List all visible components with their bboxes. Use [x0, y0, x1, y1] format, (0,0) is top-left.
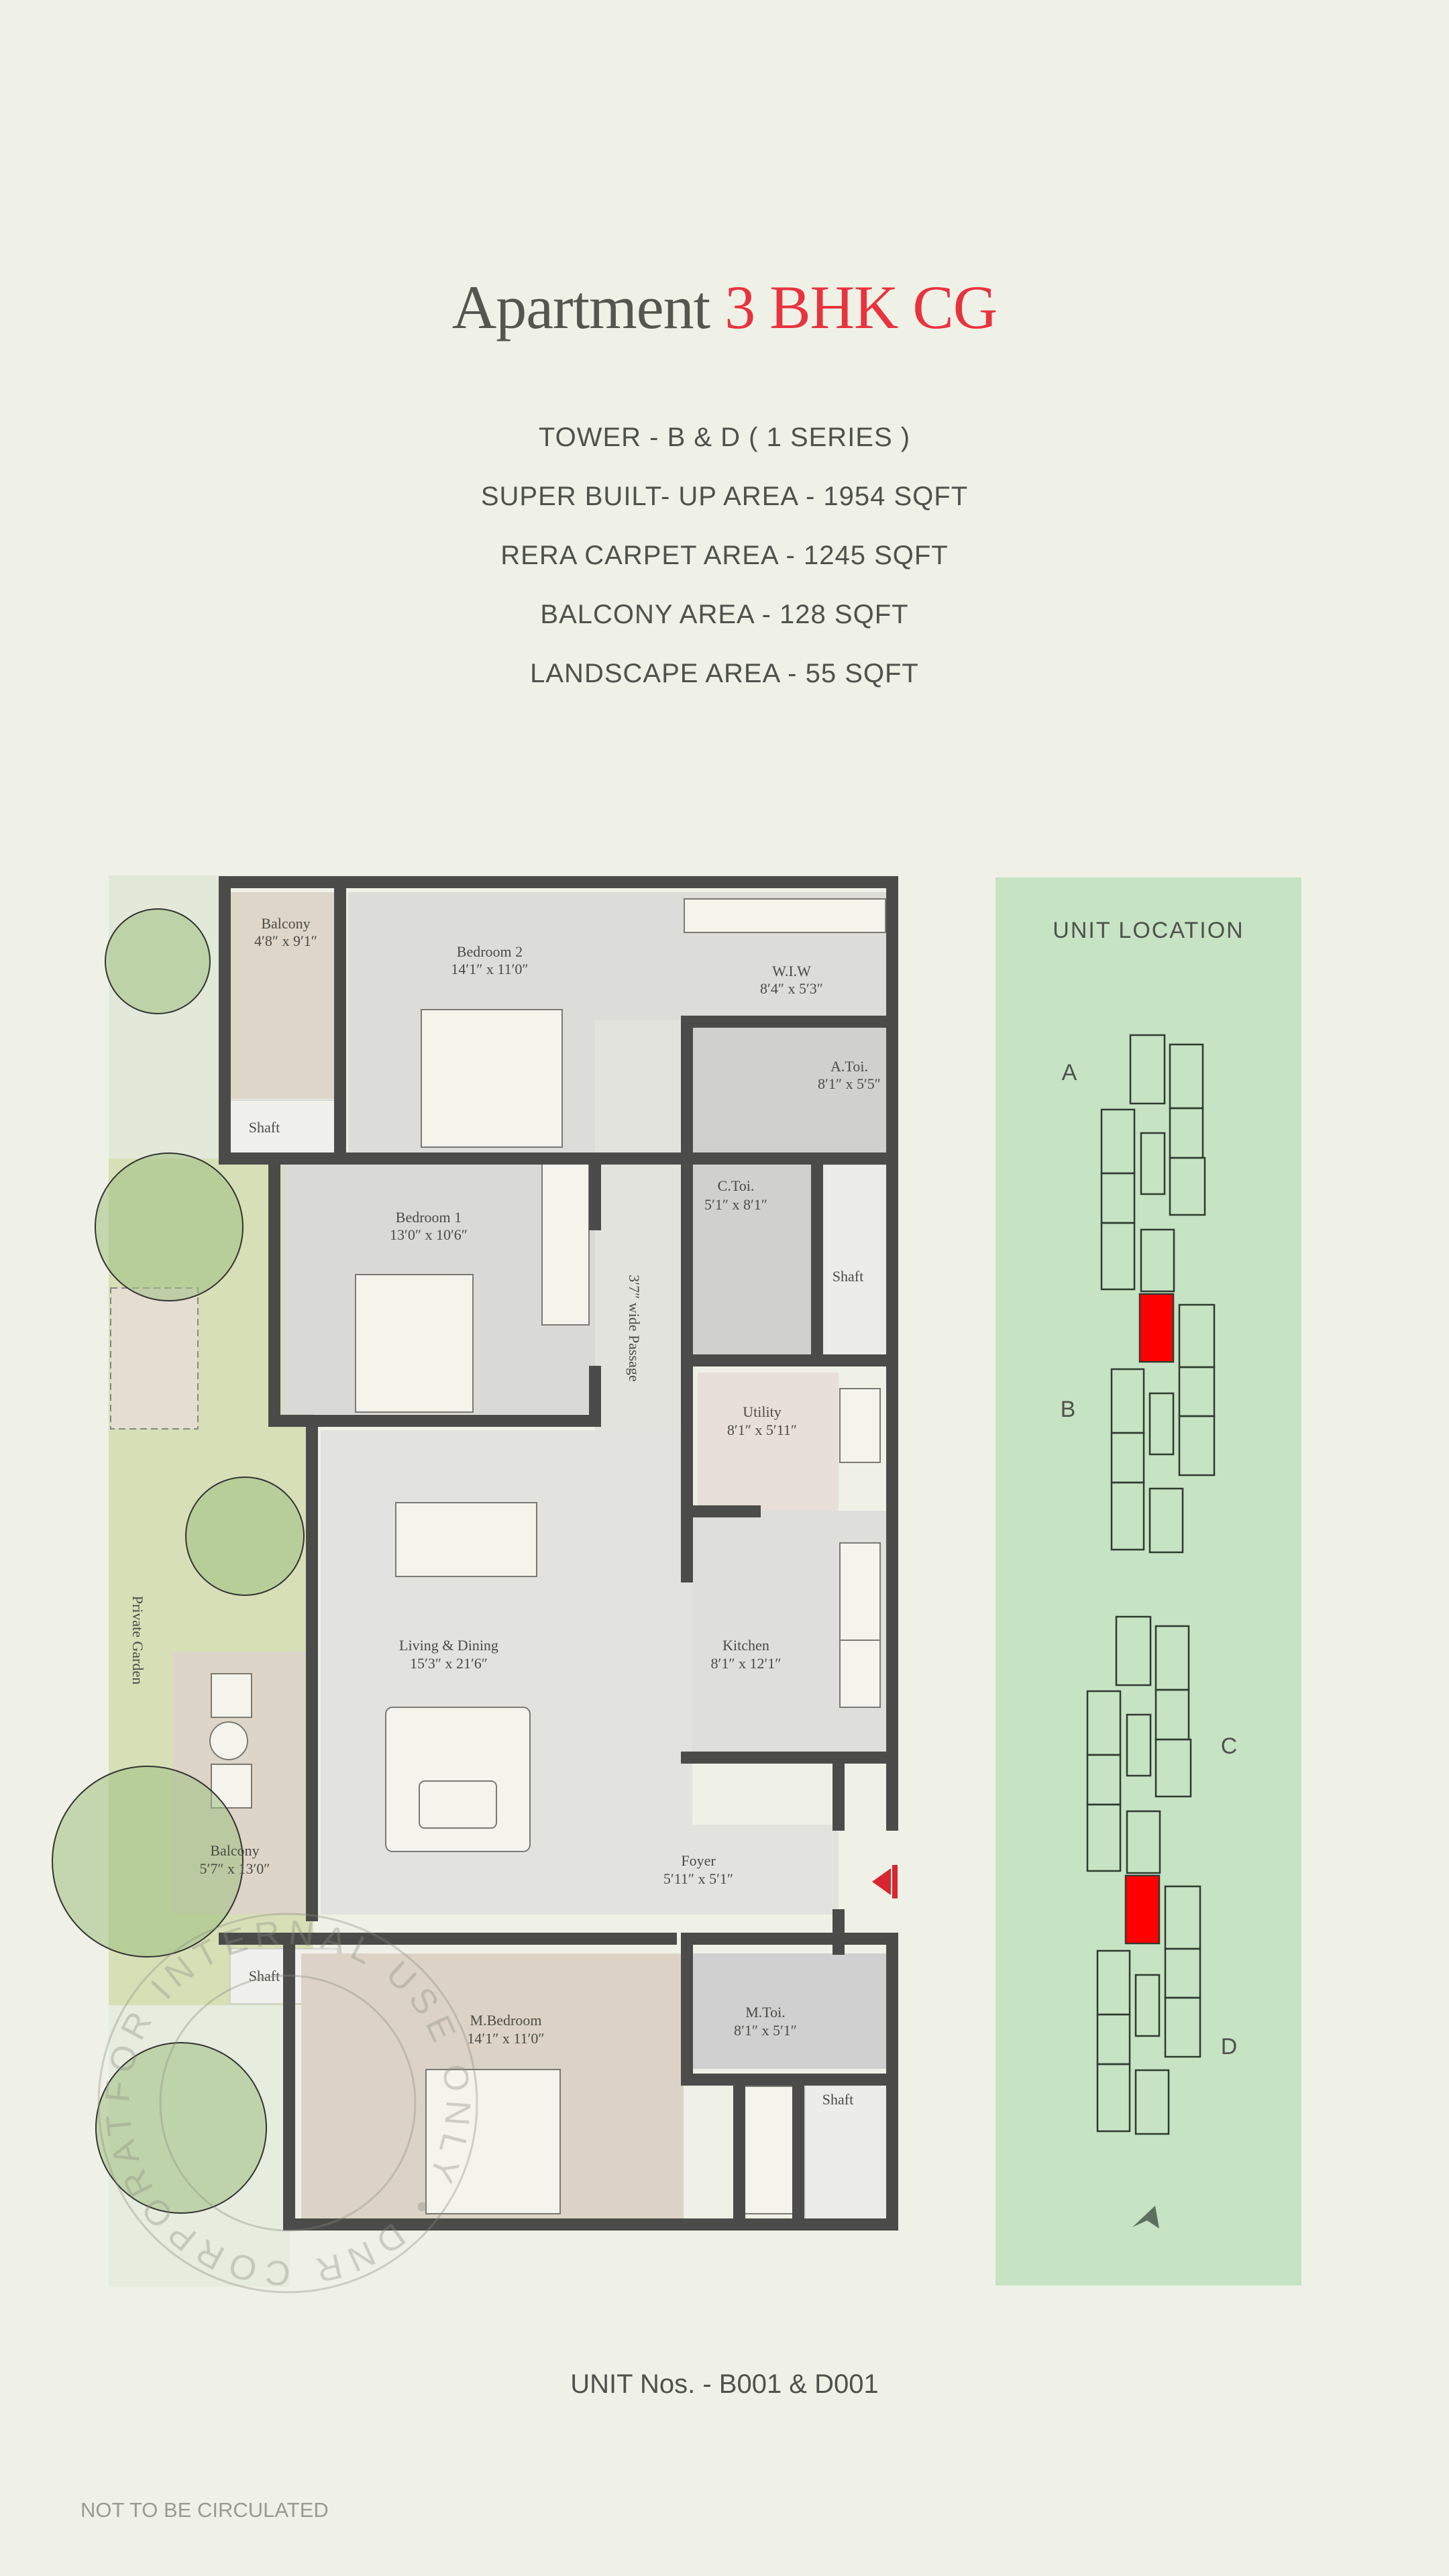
- room-size: 4′8″ x 9′1″: [254, 932, 317, 949]
- room-label: Balcony: [210, 1842, 259, 1859]
- balcony-table: [209, 1721, 248, 1760]
- room-labels: Balcony 4′8″ x 9′1″ Bedroom 2 14′1″ x 11…: [129, 915, 881, 2108]
- dining-table: [395, 1502, 537, 1577]
- lower-walls: [219, 1424, 898, 2231]
- spec-super-built-up: SUPER BUILT- UP AREA - 1954 SQFT: [480, 482, 969, 511]
- toilet-walls: [681, 1016, 898, 1366]
- spec-balcony-area: BALCONY AREA - 128 SQFT: [540, 600, 909, 629]
- tower-label-b: B: [1061, 1397, 1076, 1422]
- tree: [95, 2042, 267, 2214]
- m-toilet-floor: [692, 1953, 888, 2069]
- room-label: Kitchen: [722, 1637, 769, 1654]
- north-arrow-icon: [1132, 2206, 1159, 2229]
- room-size: 8′1″ x 5′5″: [818, 1075, 881, 1092]
- tower-label-d: D: [1221, 2034, 1238, 2059]
- page-title: Apartment 3 BHK CG: [0, 272, 1449, 343]
- shaft-4: [804, 2079, 889, 2220]
- wardrobe-master: [743, 2086, 795, 2214]
- room-size: 14′1″ x 11′0″: [451, 961, 528, 977]
- disclaimer: NOT TO BE CIRCULATED: [80, 2498, 329, 2522]
- room-label: Balcony: [261, 915, 310, 932]
- wardrobe-bedroom-1: [541, 1163, 590, 1326]
- room-label: Bedroom 2: [457, 943, 523, 960]
- bed-bedroom-1: [355, 1274, 474, 1413]
- shaft-label: Shaft: [249, 1968, 280, 1984]
- shaft-label: Shaft: [249, 1119, 280, 1136]
- room-label: Living & Dining: [399, 1637, 498, 1654]
- unit-location-panel: [996, 877, 1301, 2286]
- balcony-1-floor: [230, 892, 337, 1099]
- tree: [95, 1152, 244, 1301]
- room-size: 8′4″ x 5′3″: [760, 980, 823, 997]
- c-toilet-floor: [692, 1165, 814, 1356]
- shaft-1: [229, 1099, 338, 1156]
- entry-arrow-bar: [892, 1865, 898, 1898]
- shaft-label: Shaft: [822, 2091, 853, 2108]
- wardrobe-wiw: [684, 898, 886, 933]
- tree: [105, 908, 211, 1014]
- foyer-floor: [692, 1825, 839, 1915]
- room-size: 5′11″ x 5′1″: [663, 1870, 733, 1887]
- walls: [219, 876, 898, 2231]
- tree: [185, 1477, 305, 1596]
- room-size: 14′1″ x 11′0″: [467, 2030, 544, 2047]
- garden-label: Private Garden: [129, 1596, 146, 1685]
- garden-deck: [110, 1287, 199, 1430]
- bedroom-walls: [219, 876, 688, 1427]
- tower-label-a: A: [1062, 1060, 1077, 1085]
- room-size: 5′1″ x 8′1″: [704, 1196, 767, 1213]
- room-size: 15′3″ x 21′6″: [410, 1655, 488, 1672]
- room-label: Utility: [743, 1403, 781, 1420]
- unit-numbers: UNIT Nos. - B001 & D001: [570, 2369, 879, 2399]
- room-label: A.Toi.: [830, 1058, 868, 1075]
- utility-sink: [839, 1388, 881, 1463]
- passage-label: 3′7″ wide Passage: [626, 1275, 643, 1381]
- room-label: Foyer: [681, 1852, 716, 1869]
- spec-tower: TOWER - B & D ( 1 SERIES ): [538, 423, 911, 452]
- kitchen-walls: [681, 1362, 898, 1955]
- tree: [52, 1766, 244, 1957]
- spec-landscape-area: LANDSCAPE AREA - 55 SQFT: [530, 659, 919, 688]
- utility-floor: [698, 1373, 839, 1511]
- highlighted-unit-d: [1125, 1875, 1160, 1944]
- shaft-label: Shaft: [833, 1268, 863, 1285]
- entry-arrow-icon: [872, 1868, 891, 1895]
- balcony-chair-1: [211, 1673, 252, 1718]
- room-label: M.Toi.: [745, 2004, 786, 2021]
- tower-label-c: C: [1221, 1733, 1238, 1759]
- room-label: C.Toi.: [718, 1177, 755, 1194]
- room-size: 13′0″ x 10′6″: [390, 1226, 468, 1243]
- sofa-set: [385, 1707, 531, 1852]
- coffee-table: [419, 1780, 497, 1829]
- room-size: 8′1″ x 5′11″: [727, 1421, 797, 1438]
- shaft-2: [822, 1164, 889, 1357]
- bed-bedroom-2: [421, 1009, 563, 1148]
- tower-cluster-ab: [1100, 1034, 1216, 1554]
- room-size: 5′7″ x 13′0″: [200, 1860, 270, 1877]
- kitchen-counter-sink: [839, 1542, 881, 1658]
- kitchen-stove: [839, 1640, 881, 1708]
- title-prefix: Apartment: [451, 273, 710, 341]
- trees: [52, 908, 305, 2214]
- bed-master-bedroom: [425, 2069, 561, 2214]
- a-toilet-floor: [692, 1026, 888, 1154]
- room-label: W.I.W: [772, 963, 811, 979]
- room-size: 8′1″ x 5′1″: [734, 2022, 797, 2039]
- spec-carpet-area: RERA CARPET AREA - 1245 SQFT: [500, 541, 949, 570]
- room-label: Bedroom 1: [396, 1209, 462, 1226]
- title-accent: 3 BHK CG: [724, 273, 998, 341]
- unit-location-title: UNIT LOCATION: [1053, 918, 1244, 943]
- highlighted-unit-b: [1139, 1293, 1174, 1362]
- room-size: 8′1″ x 12′1″: [711, 1655, 782, 1672]
- room-label: M.Bedroom: [470, 2012, 542, 2029]
